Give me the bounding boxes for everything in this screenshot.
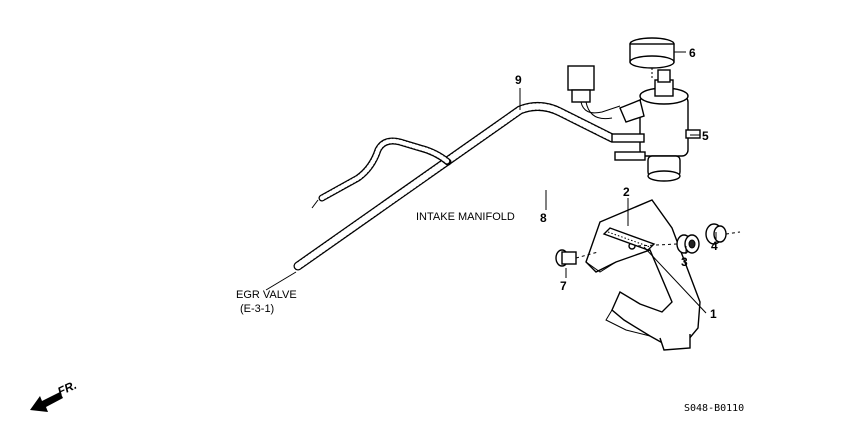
bolt-7 — [555, 249, 599, 267]
diagram-code: S048-B0110 — [684, 403, 744, 414]
callout-9: 9 — [515, 73, 522, 87]
solenoid-connector — [567, 65, 621, 120]
rubber-strip-2 — [602, 227, 656, 251]
egr-valve-ref: (E-3-1) — [240, 303, 274, 315]
callout-1: 1 — [710, 307, 717, 321]
callout-2: 2 — [623, 185, 630, 199]
leader-lines — [265, 51, 717, 314]
callout-3: 3 — [681, 255, 688, 269]
callout-7: 7 — [560, 279, 567, 293]
callout-8: 8 — [540, 211, 547, 225]
egr-valve-label: EGR VALVE — [236, 289, 297, 301]
grommet-3 — [635, 234, 700, 254]
cap-6 — [629, 37, 675, 78]
callout-5: 5 — [702, 129, 709, 143]
intake-manifold-label: INTAKE MANIFOLD — [416, 211, 515, 223]
front-arrow-icon — [30, 392, 63, 412]
bracket-1 — [585, 199, 701, 351]
front-label: FR. — [55, 378, 78, 399]
callout-6: 6 — [689, 46, 696, 60]
hose-8 — [318, 137, 452, 202]
egr-solenoid-5 — [611, 69, 701, 182]
callout-4: 4 — [711, 239, 718, 253]
nut-4 — [705, 223, 741, 245]
